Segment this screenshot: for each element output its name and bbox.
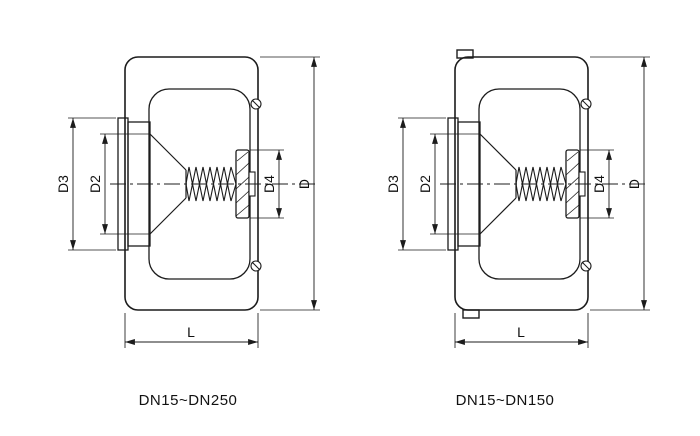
dim-label-d3: D3 bbox=[385, 175, 401, 193]
top-lug bbox=[456, 49, 474, 59]
left-valve-drawing: D3 D2 D4 D L DN15~DN250 bbox=[55, 57, 320, 409]
dim-label-d4: D4 bbox=[591, 175, 607, 193]
dim-label-d: D bbox=[626, 179, 642, 189]
right-valve-geometry bbox=[398, 57, 650, 348]
left-valve-geometry bbox=[68, 57, 320, 348]
right-valve-lugs bbox=[456, 49, 480, 319]
dim-label-d2: D2 bbox=[417, 175, 433, 193]
right-valve-drawing: D3 D2 D4 D L DN15~DN150 bbox=[385, 49, 650, 409]
dim-label-d2: D2 bbox=[87, 175, 103, 193]
right-valve-caption: DN15~DN150 bbox=[456, 392, 555, 409]
dim-label-l: L bbox=[517, 324, 525, 340]
dim-label-l: L bbox=[187, 324, 195, 340]
bottom-lug bbox=[462, 309, 480, 319]
left-valve-caption: DN15~DN250 bbox=[139, 392, 238, 409]
dim-label-d3: D3 bbox=[55, 175, 71, 193]
dim-label-d: D bbox=[296, 179, 312, 189]
dim-label-d4: D4 bbox=[261, 175, 277, 193]
